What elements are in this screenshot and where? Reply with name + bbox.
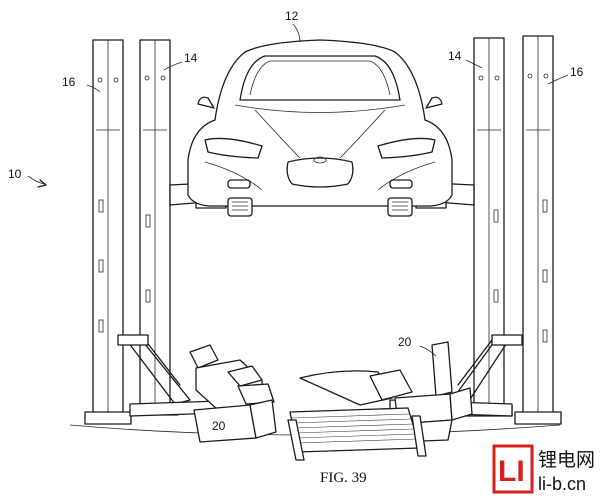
right-inner-post	[465, 37, 513, 417]
ref-post-outer-left: 16	[62, 75, 76, 89]
ref-system: 10	[8, 167, 22, 181]
ref-module-right: 20	[398, 335, 412, 349]
leader-lines	[27, 23, 569, 357]
ref-module-left: 20	[212, 419, 226, 433]
watermark-chinese: 锂电网	[538, 449, 595, 471]
right-outer-post	[514, 35, 562, 425]
watermark: LI 锂电网 li-b.cn	[492, 444, 595, 494]
ref-post-inner-left: 14	[184, 51, 198, 65]
watermark-logo: LI	[498, 455, 525, 488]
vehicle	[187, 39, 453, 217]
figure-caption: FIG. 39	[320, 470, 367, 486]
left-module	[189, 344, 277, 443]
ref-vehicle: 12	[285, 9, 299, 23]
left-inner-post	[131, 39, 179, 416]
ref-post-inner-right: 14	[448, 49, 462, 63]
watermark-logo-box	[492, 444, 534, 494]
center-conveyor	[287, 407, 427, 461]
left-outer-post	[84, 39, 132, 425]
ref-post-outer-right: 16	[570, 65, 584, 79]
watermark-url: li-b.cn	[538, 474, 586, 494]
